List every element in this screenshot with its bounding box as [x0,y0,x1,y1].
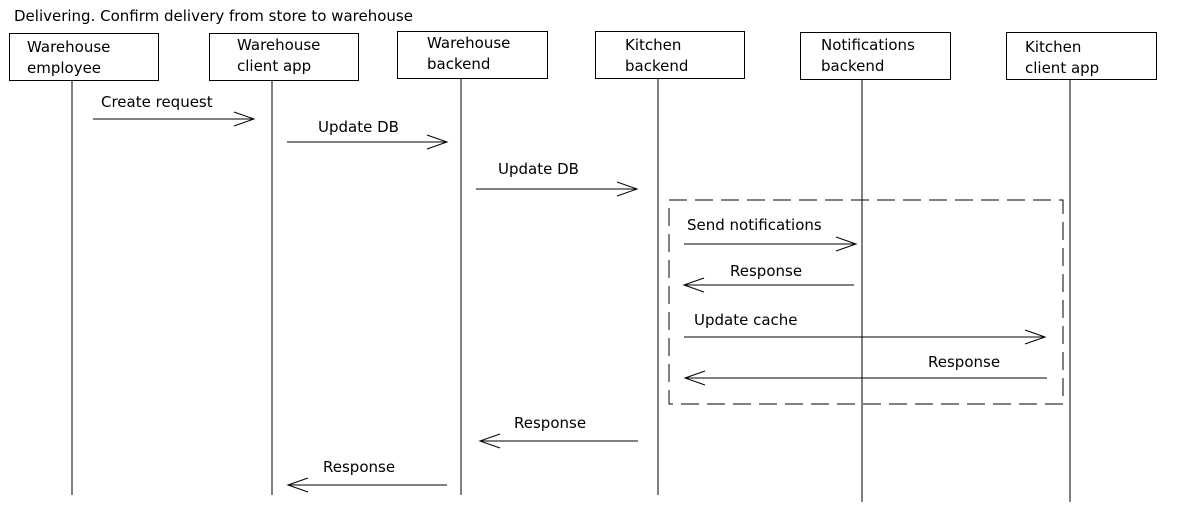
arrowhead-icon [1024,329,1047,345]
participant-label-line2: client app [1025,59,1100,77]
diagram-title: Delivering. Confirm delivery from store … [14,7,413,25]
arrowhead-icon [478,433,501,449]
message-label-response: Response [928,353,1001,371]
message-label-response: Response [730,262,803,280]
message-arrow-update-db [287,134,449,150]
message-arrow-create-request [93,111,256,127]
message-label-update-db: Update DB [318,118,399,136]
participant-warehouse-client-app: Warehouse client app [209,33,359,81]
message-arrow-send-notifications [684,236,858,252]
message-label-create-request: Create request [101,93,213,111]
participant-label-line2: client app [237,57,312,75]
message-label-response: Response [323,458,396,476]
arrowhead-icon [682,277,705,293]
message-arrow-response [683,370,1047,386]
arrowhead-icon [286,477,309,493]
parallel-group-frame [668,199,1064,405]
message-label-send-notifications: Send notifications [687,216,822,234]
message-arrow-update-cache [684,329,1047,345]
participant-warehouse-backend: Warehouse backend [397,31,548,79]
participant-kitchen-client-app: Kitchen client app [1006,32,1157,80]
participant-label-line1: Warehouse [27,38,111,56]
arrowhead-icon [426,134,449,150]
participant-label-line1: Kitchen [1025,38,1082,56]
participant-notifications-backend: Notifications backend [800,32,951,80]
participant-label-line2: backend [821,57,885,75]
message-arrow-response [478,433,638,449]
participant-label-line1: Warehouse [427,34,511,52]
participant-label-line2: backend [427,55,491,73]
message-arrow-response [682,277,854,293]
participant-label-line2: employee [27,59,102,77]
participant-kitchen-backend: Kitchen backend [595,31,745,79]
message-arrow-update-db [476,181,639,197]
arrowhead-icon [233,111,256,127]
arrowhead-icon [616,181,639,197]
message-label-response: Response [514,414,587,432]
message-label-update-cache: Update cache [694,311,798,329]
message-arrow-response [286,477,447,493]
participant-label-line1: Warehouse [237,36,321,54]
arrowhead-icon [835,236,858,252]
participant-label-line1: Kitchen [625,36,682,54]
participant-label-line2: backend [625,57,689,75]
participant-label-line1: Notifications [821,36,915,54]
message-label-update-db: Update DB [498,160,579,178]
participant-warehouse-employee: Warehouse employee [9,33,159,81]
arrowhead-icon [683,370,706,386]
